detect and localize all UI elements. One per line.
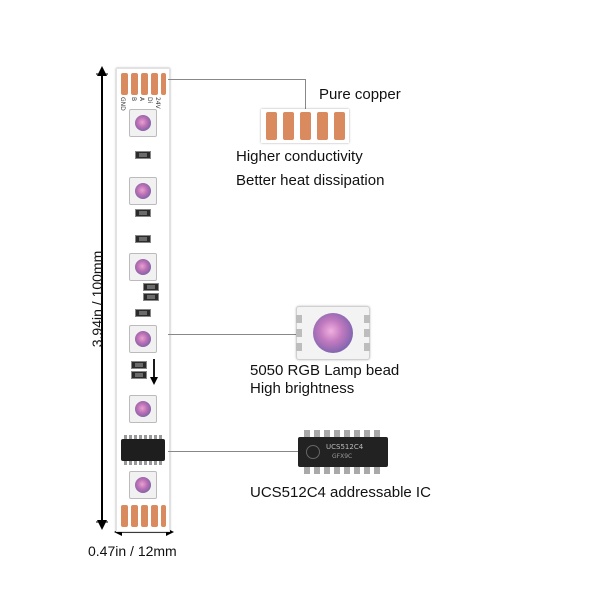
- resistor-1: [135, 151, 151, 159]
- closeup-pad-4: [317, 112, 328, 140]
- resistor-5: [143, 293, 159, 301]
- ic-chip-sublabel: GFX9C: [332, 453, 353, 460]
- copper-pads-closeup: [261, 109, 349, 143]
- lamp-bead-closeup: [296, 306, 370, 360]
- ic-text: UCS512C4 addressable IC: [250, 484, 431, 501]
- copper-pad-bottom-4: [151, 505, 158, 527]
- copper-leader-horizontal: [168, 79, 305, 80]
- copper-pad-top-3: [141, 73, 148, 95]
- closeup-pad-1: [266, 112, 277, 140]
- copper-leader-vertical: [305, 79, 306, 109]
- resistor-2: [135, 209, 151, 217]
- copper-pad-bottom-2: [131, 505, 138, 527]
- led-bead-6: [129, 471, 157, 499]
- copper-pad-top-1: [121, 73, 128, 95]
- ic-chip-label: UCS512C4: [326, 443, 364, 451]
- copper-line-2: Better heat dissipation: [236, 172, 385, 189]
- resistor-7: [131, 361, 147, 369]
- led-bead-1: [129, 109, 157, 137]
- copper-pad-top-5: [161, 73, 166, 95]
- led-bead-4: [129, 325, 157, 353]
- length-label: 3.94in / 100mm: [89, 250, 105, 348]
- lamp-leader: [168, 334, 298, 335]
- led-bead-2: [129, 177, 157, 205]
- pad-label-b: B: [130, 97, 137, 102]
- copper-pad-bottom-5: [161, 505, 166, 527]
- closeup-pad-2: [283, 112, 294, 140]
- copper-title: Pure copper: [319, 86, 401, 103]
- led-bead-3: [129, 253, 157, 281]
- copper-pad-bottom-1: [121, 505, 128, 527]
- copper-pad-top-2: [131, 73, 138, 95]
- width-label: 0.47in / 12mm: [88, 543, 177, 559]
- resistor-4: [143, 283, 159, 291]
- lamp-line-2: High brightness: [250, 380, 355, 397]
- ic-chip-on-strip: [121, 435, 165, 465]
- closeup-pad-5: [334, 112, 345, 140]
- copper-pad-top-4: [151, 73, 158, 95]
- ic-leader: [168, 451, 298, 452]
- length-dimension-arrow: [96, 66, 108, 530]
- lamp-line-1: 5050 RGB Lamp bead: [250, 362, 400, 379]
- closeup-pad-3: [300, 112, 311, 140]
- data-direction-arrow-icon: [150, 359, 158, 385]
- pad-label-gnd: GND: [119, 97, 126, 111]
- pad-label-a: A: [138, 97, 145, 102]
- copper-pad-bottom-3: [141, 505, 148, 527]
- resistor-8: [131, 371, 147, 379]
- copper-line-1: Higher conductivity: [236, 148, 363, 165]
- pad-label-24v: 24V: [154, 97, 161, 109]
- led-strip: GND B A Di 24V: [116, 68, 170, 532]
- resistor-6: [135, 309, 151, 317]
- ic-chip-closeup: UCS512C4 GFX9C: [298, 430, 388, 474]
- led-bead-5: [129, 395, 157, 423]
- pad-label-di: Di: [146, 97, 153, 104]
- resistor-3: [135, 235, 151, 243]
